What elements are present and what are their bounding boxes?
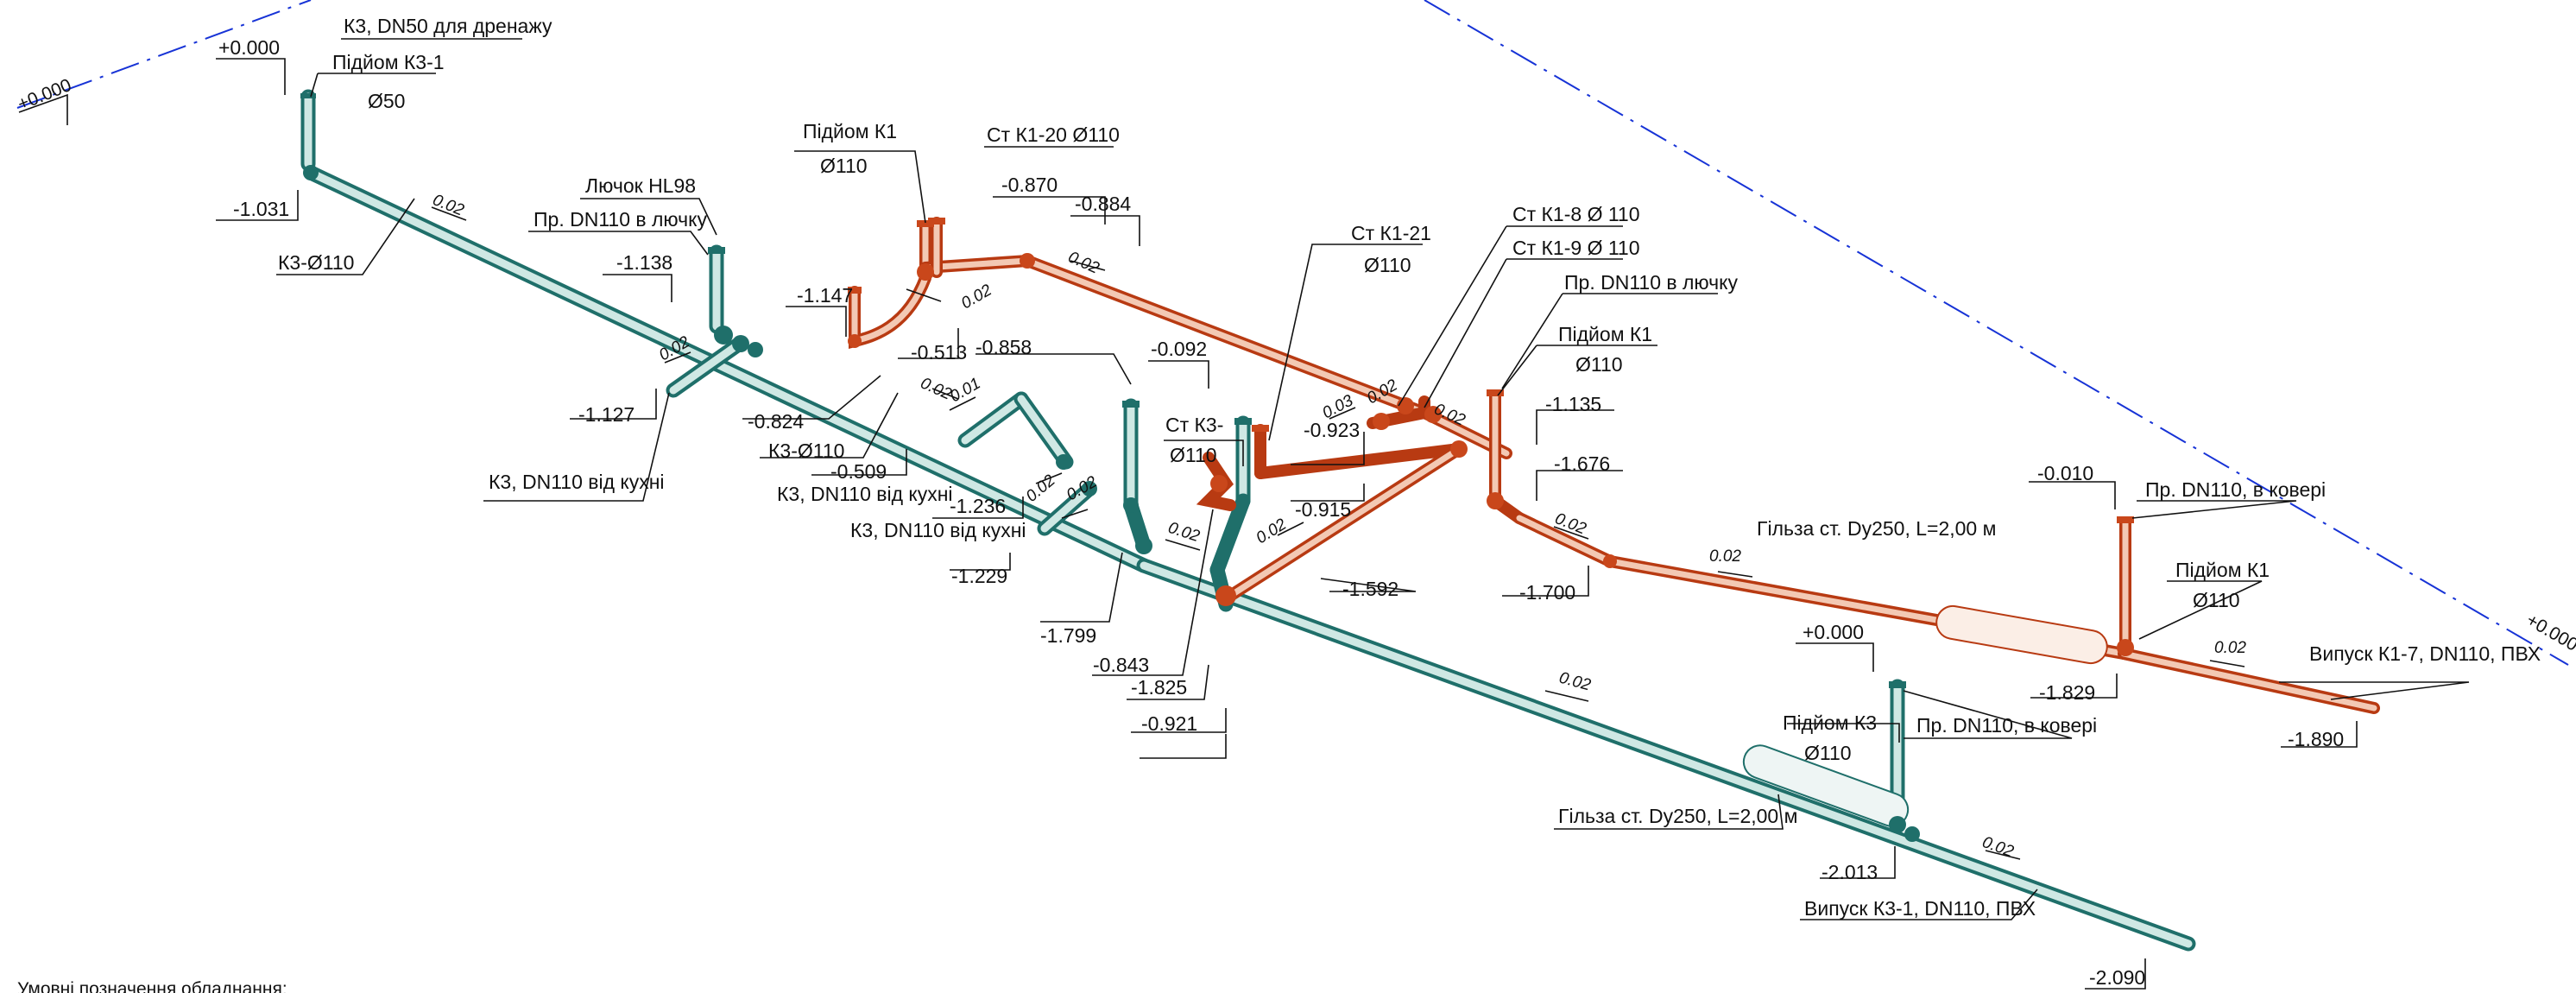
label-d50: Ø50 <box>368 90 405 112</box>
elev-left-grade: +0.000 <box>15 75 74 115</box>
label-d110-e: Ø110 <box>2193 589 2240 611</box>
slope-14: 0.02 <box>2214 639 2246 657</box>
leader-lines <box>18 38 2470 990</box>
elev-0843: -0.843 <box>1093 654 1149 676</box>
label-st-k3: Ст К3- <box>1165 414 1223 436</box>
elev-0858: -0.858 <box>975 336 1032 358</box>
label-riser-k1-a: Підйом К1 <box>803 120 897 142</box>
slope-13: 0.02 <box>1557 669 1594 695</box>
elev-1799: -1.799 <box>1040 624 1096 647</box>
label-d110-c: Ø110 <box>1575 353 1623 376</box>
elev-2013: -2.013 <box>1822 861 1878 883</box>
slope-arrows <box>431 206 2245 860</box>
label-pr-carpet-1: Пр. DN110, в ковері <box>2145 478 2326 501</box>
label-riser-k1-b: Підйом К1 <box>1558 323 1652 345</box>
label-sleeve-k1: Гільза ст. Dy250, L=2,00 м <box>1757 517 1996 540</box>
label-st-k1-21: Ст К1-21 <box>1351 222 1431 244</box>
elev-0921: -0.921 <box>1141 712 1197 735</box>
label-k3-kitchen-1: К3, DN110 від кухні <box>489 471 665 493</box>
elev-zero-k3: +0.000 <box>1803 621 1864 643</box>
label-riser-k3: Підйом К3 <box>1783 712 1877 734</box>
label-pr-carpet-2: Пр. DN110, в ковері <box>1916 714 2097 737</box>
elev-0824: -0.824 <box>748 410 804 433</box>
elev-0513: -0.513 <box>911 341 967 364</box>
elev-1825: -1.825 <box>1131 676 1187 699</box>
slope-3: 0.02 <box>958 281 995 313</box>
label-hatch: Лючок HL98 <box>585 174 696 197</box>
elev-0870: -0.870 <box>1001 174 1058 196</box>
label-outlet-k3: Випуск К3-1, DN110, ПВХ <box>1804 897 2036 920</box>
label-d110-a: Ø110 <box>820 155 868 177</box>
elev-0010: -0.010 <box>2037 462 2093 484</box>
elev-0915: -0.915 <box>1295 498 1351 521</box>
elev-0092: -0.092 <box>1151 338 1207 360</box>
elev-1138: -1.138 <box>616 251 672 274</box>
label-riser-k1-c: Підйом К1 <box>2175 559 2270 581</box>
elev-1890: -1.890 <box>2288 728 2344 750</box>
label-st-k1-20: Ст К1-20 Ø110 <box>987 123 1120 146</box>
elev-1127: -1.127 <box>578 403 635 426</box>
slope-9: 0.02 <box>1253 515 1291 548</box>
elev-1829: -1.829 <box>2039 681 2095 704</box>
label-riser-k3-1: Підйом К3-1 <box>332 51 445 73</box>
slope-1: 0.02 <box>430 191 467 219</box>
elev-0884: -0.884 <box>1075 193 1131 215</box>
label-d110-b: Ø110 <box>1364 254 1411 276</box>
slope-15: 0.02 <box>1979 833 2016 862</box>
label-d110-f: Ø110 <box>1804 742 1852 764</box>
elev-1229: -1.229 <box>951 565 1007 587</box>
elev-1031: -1.031 <box>233 198 289 220</box>
elev-1147: -1.147 <box>797 284 853 307</box>
label-outlet-k1: Випуск К1-7, DN110, ПВХ <box>2309 642 2541 665</box>
elev-1236: -1.236 <box>950 495 1006 517</box>
grade-line <box>16 0 2569 666</box>
elev-1135: -1.135 <box>1545 393 1601 415</box>
elev-0509: -0.509 <box>830 460 887 483</box>
elev-2090: -2.090 <box>2089 966 2145 989</box>
label-d110-d: Ø110 <box>1170 444 1217 466</box>
label-k3-drain: К3, DN50 для дренажу <box>344 15 552 37</box>
label-k3-d110-b: К3-Ø110 <box>768 440 844 462</box>
label-k3-kitchen-2: К3, DN110 від кухні <box>777 483 953 505</box>
elev-1676: -1.676 <box>1554 452 1610 475</box>
label-st-k1-8: Ст К1-8 Ø 110 <box>1512 203 1640 225</box>
elev-top-zero: +0.000 <box>218 36 280 59</box>
label-pr-hatch-1: Пр. DN110 в лючку <box>534 208 707 231</box>
slope-6: 0.02 <box>918 374 955 403</box>
slope-10: 0.03 <box>1319 391 1356 422</box>
label-pr-hatch-2: Пр. DN110 в лючку <box>1564 271 1738 294</box>
elev-1592: -1.592 <box>1342 578 1398 600</box>
label-sleeve-k3: Гільза ст. Dy250, L=2,00 м <box>1558 805 1797 827</box>
text-labels: К3, DN50 для дренажу +0.000 Підйом К3-1 … <box>15 15 2576 993</box>
elev-0923: -0.923 <box>1304 419 1360 441</box>
k3-network <box>300 89 2196 952</box>
label-k3-kitchen-3: К3, DN110 від кухні <box>850 519 1026 541</box>
label-st-k1-9: Ст К1-9 Ø 110 <box>1512 237 1640 259</box>
slope-12: 0.02 <box>1709 547 1741 566</box>
elev-1700: -1.700 <box>1519 581 1575 604</box>
label-k3-d110-a: К3-Ø110 <box>278 251 354 274</box>
partial-note: Умовні позначення обладнання: <box>17 979 287 993</box>
